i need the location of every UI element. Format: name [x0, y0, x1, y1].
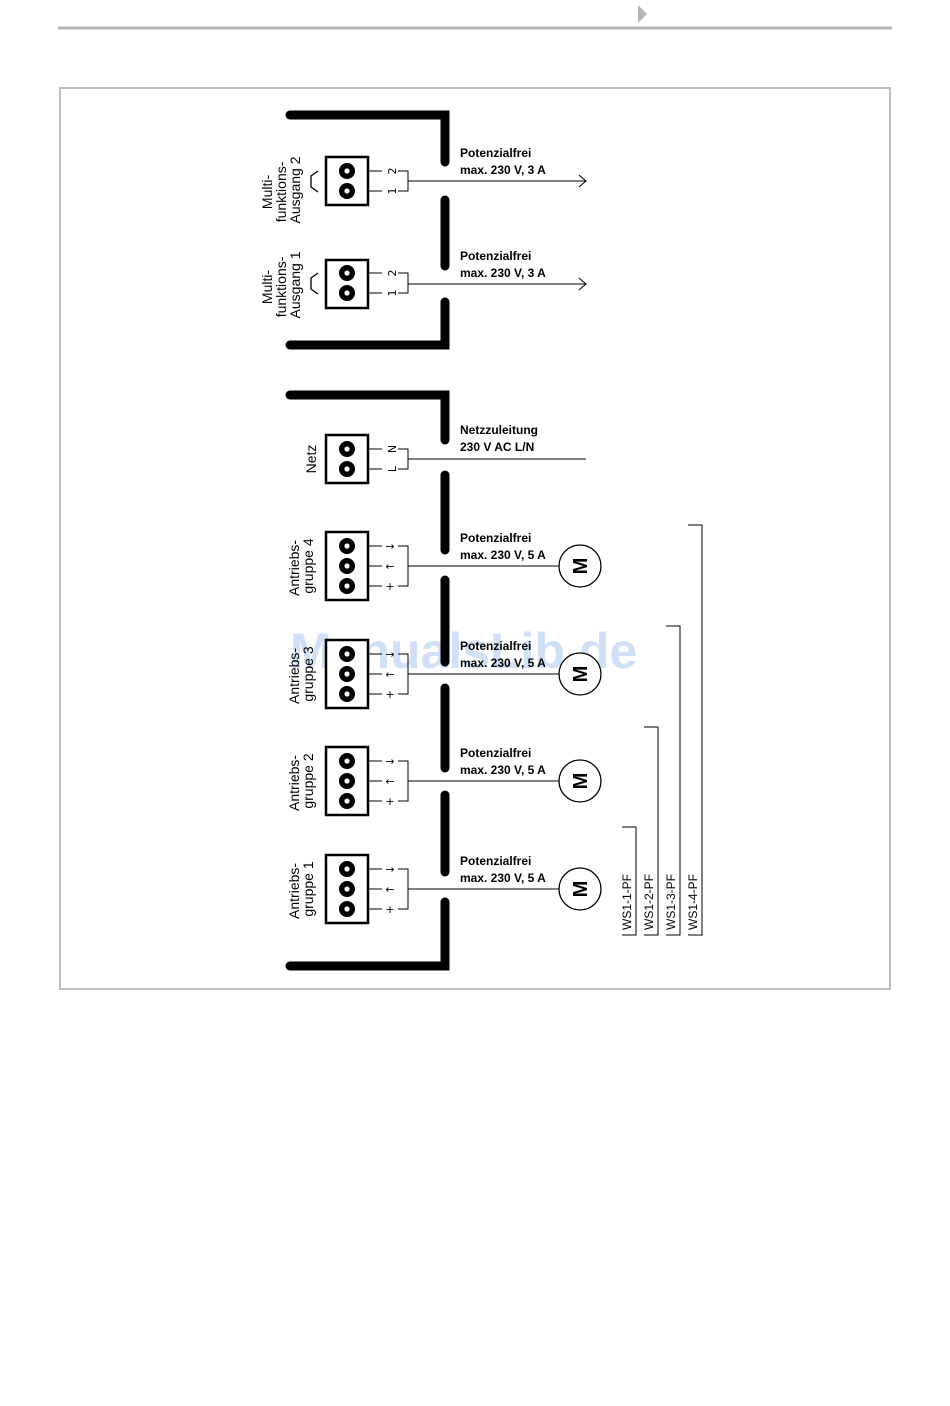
model-label-ws1-4: WS1-4-PF	[686, 874, 700, 930]
motor-icon	[558, 867, 602, 911]
motor-label: M	[570, 881, 592, 898]
drive-group-1-desc: Potenzialfrei max. 230 V, 5 A	[460, 854, 546, 885]
drive-group-1: Antriebs- gruppe 1 → ← + M Potenzialfrei…	[286, 853, 602, 925]
pin-label: +	[385, 795, 394, 808]
multi-output-1-desc: Potenzialfrei max. 230 V, 3 A	[460, 249, 546, 280]
diagram-frame	[59, 87, 891, 990]
drive-group-2-desc: Potenzialfrei max. 230 V, 5 A	[460, 746, 546, 777]
drive-group-4-label: Antriebs- gruppe 4	[286, 536, 316, 596]
pin-label: N	[386, 445, 399, 453]
drive-group-2: Antriebs- gruppe 2 → ← + M Potenzialfrei…	[286, 745, 602, 817]
pin-label: +	[385, 903, 394, 916]
model-label-ws1-1: WS1-1-PF	[620, 874, 634, 930]
motor-label: M	[570, 558, 592, 575]
mains-desc: Netzzuleitung 230 V AC L/N	[460, 423, 541, 454]
multi-output-2: Multi- funktions- Ausgang 2 2 1 Potenzia…	[259, 146, 587, 223]
pin-label: →	[385, 540, 394, 553]
pin-label: +	[385, 580, 394, 593]
drive-group-3-desc: Potenzialfrei max. 230 V, 5 A	[460, 639, 546, 670]
pin-label: 1	[386, 188, 399, 195]
motor-label: M	[570, 666, 592, 683]
pin-label: →	[385, 755, 394, 768]
model-label-ws1-2: WS1-2-PF	[642, 874, 656, 930]
drive-group-1-label: Antriebs- gruppe 1	[286, 859, 316, 919]
drive-group-4: Antriebs- gruppe 4 → ← + M Potenzialfrei…	[286, 530, 602, 602]
pin-label: ←	[385, 560, 394, 573]
drive-group-3: Antriebs- gruppe 3 → ← + M Potenzialfrei…	[286, 638, 602, 710]
pin-label: 2	[386, 168, 399, 175]
multi-output-1-label: Multi- funktions- Ausgang 1	[259, 251, 303, 318]
drive-group-3-label: Antriebs- gruppe 3	[286, 644, 316, 704]
pin-label: →	[385, 863, 394, 876]
pin-label: ←	[385, 668, 394, 681]
model-brackets	[622, 524, 703, 936]
motor-icon	[558, 759, 602, 803]
drive-group-2-label: Antriebs- gruppe 2	[286, 751, 316, 811]
motor-icon	[558, 544, 602, 588]
multi-output-1: Multi- funktions- Ausgang 1 2 1 Potenzia…	[259, 249, 587, 318]
motor-icon	[558, 652, 602, 696]
model-label-ws1-3: WS1-3-PF	[664, 874, 678, 930]
lower-housing	[285, 390, 450, 971]
pin-label: +	[385, 688, 394, 701]
upper-housing	[285, 110, 450, 350]
page-arrow-icon	[638, 5, 647, 23]
pin-label: ←	[385, 775, 394, 788]
mains-label: Netz	[303, 445, 319, 474]
drive-group-4-desc: Potenzialfrei max. 230 V, 5 A	[460, 531, 546, 562]
mains-terminal: Netz N L Netzzuleitung 230 V AC L/N	[303, 423, 586, 485]
pin-label: →	[385, 648, 394, 661]
motor-label: M	[570, 773, 592, 790]
pin-label: 2	[386, 270, 399, 277]
pin-label: 1	[386, 290, 399, 297]
multi-output-2-desc: Potenzialfrei max. 230 V, 3 A	[460, 146, 546, 177]
pin-label: ←	[385, 883, 394, 896]
pin-label: L	[386, 465, 399, 472]
multi-output-2-label: Multi- funktions- Ausgang 2	[259, 156, 303, 223]
